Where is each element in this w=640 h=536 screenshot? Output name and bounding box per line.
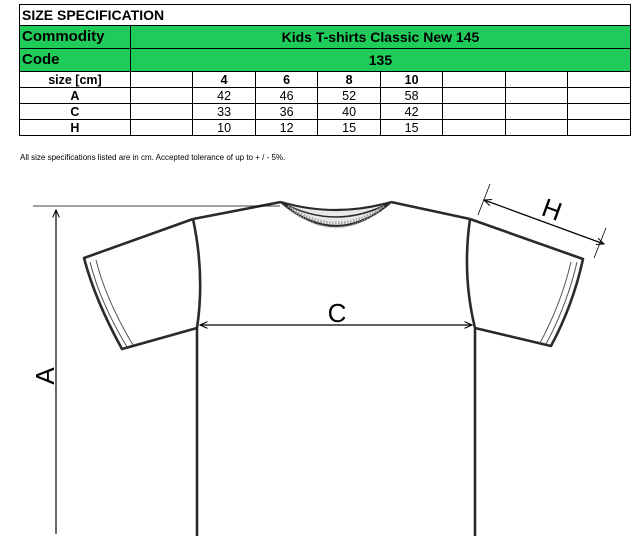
dimension-a-line: [33, 205, 280, 534]
label-c: C: [328, 298, 347, 328]
code-label: Code: [19, 48, 131, 72]
dimension-h-line: [477, 183, 607, 259]
empty-cell: [567, 119, 631, 136]
table-cell: 15: [379, 119, 444, 136]
label-h: H: [538, 192, 566, 227]
collar-ribbing: [280, 200, 392, 229]
commodity-label: Commodity: [19, 25, 131, 49]
size-spec-table: SIZE SPECIFICATION Commodity Kids T-shir…: [19, 4, 632, 136]
size-header: size [cm]: [19, 71, 131, 88]
table-row-h: H 10 12 15 15: [19, 119, 631, 136]
label-a: A: [30, 367, 60, 385]
table-cell: 10: [192, 119, 256, 136]
commodity-value: Kids T-shirts Classic New 145: [129, 25, 632, 49]
table-row-a: A 42 46 52 58: [19, 87, 631, 104]
sleeve-hem-stitching: [89, 259, 578, 348]
table-cell: 42: [379, 103, 444, 120]
table-cell: 15: [317, 119, 381, 136]
row-label: H: [19, 119, 131, 136]
tolerance-note: All size specifications listed are in cm…: [20, 153, 286, 162]
tshirt-outline: [82, 200, 585, 536]
